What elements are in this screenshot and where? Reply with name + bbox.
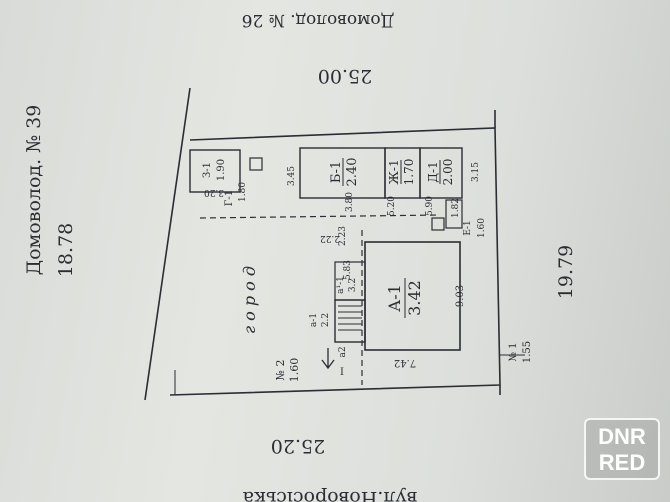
a1b-label: а¹-1 3.2 — [336, 276, 358, 294]
annex-a1b — [334, 261, 366, 301]
dimension-top: 25.00 — [318, 65, 372, 87]
measure-5-90: 5.90 — [425, 196, 435, 216]
measure-1-80: 1.80 — [238, 182, 248, 202]
measure-3-15: 3.15 — [471, 162, 481, 182]
marker-n1: № 1 1.55 — [508, 341, 533, 363]
building-d1 — [419, 147, 463, 199]
svg-text:З-1: З-1 — [202, 162, 213, 178]
svg-text:2.40: 2.40 — [345, 158, 360, 187]
dashed-fence-line — [199, 214, 441, 219]
marker-n2: № 2 1.60 — [274, 358, 301, 383]
main-house-label: А-1 3.42 — [385, 278, 424, 318]
svg-text:1.90: 1.90 — [216, 159, 227, 181]
watermark-line-1: DNR — [598, 424, 646, 449]
measure-1-82: 1.82 — [451, 198, 461, 218]
a1-label: а-1 2.2 — [309, 313, 331, 327]
svg-text:Ж-1: Ж-1 — [387, 159, 401, 184]
building-e1 — [445, 199, 463, 229]
e1-label: Е-1 — [463, 220, 473, 235]
svg-text:2.00: 2.00 — [441, 159, 455, 186]
neighbor-left-label: Домоволод. № 39 — [23, 105, 45, 276]
building-z1 — [189, 149, 241, 193]
svg-text:3.2: 3.2 — [348, 278, 358, 292]
dimension-right: 19.79 — [555, 245, 577, 299]
measure-2-23: 2.23 — [338, 226, 348, 246]
dnr-red-watermark: DNR RED — [584, 418, 660, 480]
measure-3-45: 3.45 — [287, 166, 297, 186]
street-label: вул.Новоросіська — [243, 487, 418, 502]
b1-label: Б-1 2.40 — [329, 158, 360, 187]
svg-text:1.70: 1.70 — [402, 159, 416, 186]
svg-text:Д-1: Д-1 — [426, 161, 440, 182]
garden-label: г о р о д — [240, 266, 259, 334]
measure-3-80: 3.80 — [345, 192, 355, 212]
measure-1-60: 1.60 — [477, 218, 487, 238]
small-structure-e1 — [431, 217, 445, 231]
svg-text:1.60: 1.60 — [288, 358, 301, 383]
svg-text:3.42: 3.42 — [405, 280, 424, 316]
dimension-left: 18.78 — [55, 223, 77, 277]
measure-9-03: 9.03 — [455, 285, 466, 307]
a2-label: а2 — [338, 346, 348, 357]
svg-text:а-1: а-1 — [309, 313, 319, 327]
measure-5-83: 5.83 — [343, 260, 353, 280]
d1-label: Д-1 2.00 — [426, 159, 455, 186]
marker-roman-one: I — [340, 367, 344, 378]
svg-text:А-1: А-1 — [385, 284, 404, 312]
measure-2-22: 2.22 — [320, 233, 340, 243]
svg-text:1.55: 1.55 — [522, 341, 533, 363]
measure-5-20: 5.20 — [387, 196, 397, 216]
dimension-bottom: 25.20 — [271, 435, 325, 457]
svg-text:а¹-1: а¹-1 — [336, 276, 346, 294]
g1-label: Г-1 — [224, 190, 235, 206]
entrance-arrow-icon — [321, 348, 335, 370]
measure-7-42: 7.42 — [394, 357, 416, 368]
neighbor-top-label: Домоволод. № 26 — [242, 10, 395, 30]
zh1-label: Ж-1 1.70 — [387, 159, 416, 186]
svg-text:2.2: 2.2 — [321, 313, 331, 327]
watermark-line-2: RED — [598, 450, 646, 475]
stairs-hatching — [338, 305, 362, 331]
measure-3-20: 3.20 — [204, 187, 224, 197]
plot-boundary — [144, 87, 501, 401]
svg-text:Б-1: Б-1 — [329, 161, 344, 183]
svg-text:№ 2: № 2 — [274, 360, 287, 381]
svg-text:№ 1: № 1 — [508, 342, 519, 361]
small-structure-g1 — [249, 157, 263, 171]
z1-label: З-1 1.90 — [202, 159, 227, 181]
